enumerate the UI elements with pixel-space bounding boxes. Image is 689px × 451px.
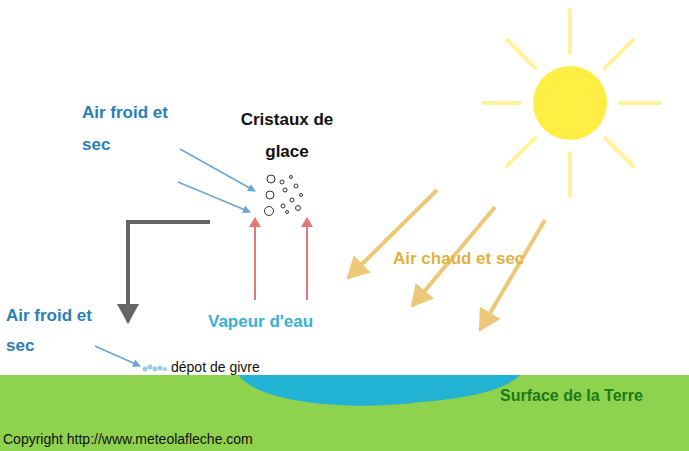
ice-crystals	[265, 175, 303, 216]
ground-label: Surface de la Terre	[500, 386, 643, 406]
ground	[0, 375, 689, 451]
warm-air-label: Air chaud et sec	[393, 248, 524, 270]
lake	[238, 375, 520, 406]
cold-air-arrows	[95, 149, 255, 366]
crystal-label: Cristaux de glace	[237, 104, 337, 168]
air-label: Air froid et sec	[82, 97, 177, 161]
copyright: Copyright http://www.meteolafleche.com	[3, 430, 253, 448]
warm-air-arrows	[348, 190, 545, 330]
frost-deposit	[143, 365, 168, 372]
air-label: Air froid et sec	[6, 301, 101, 361]
fall-arrow	[128, 222, 210, 322]
sun-rays	[483, 10, 660, 196]
vapour-arrows	[255, 218, 307, 300]
vapour-label: Vapeur d'eau	[208, 311, 313, 333]
sun	[533, 66, 607, 140]
frost-label: dépot de givre	[171, 358, 260, 376]
